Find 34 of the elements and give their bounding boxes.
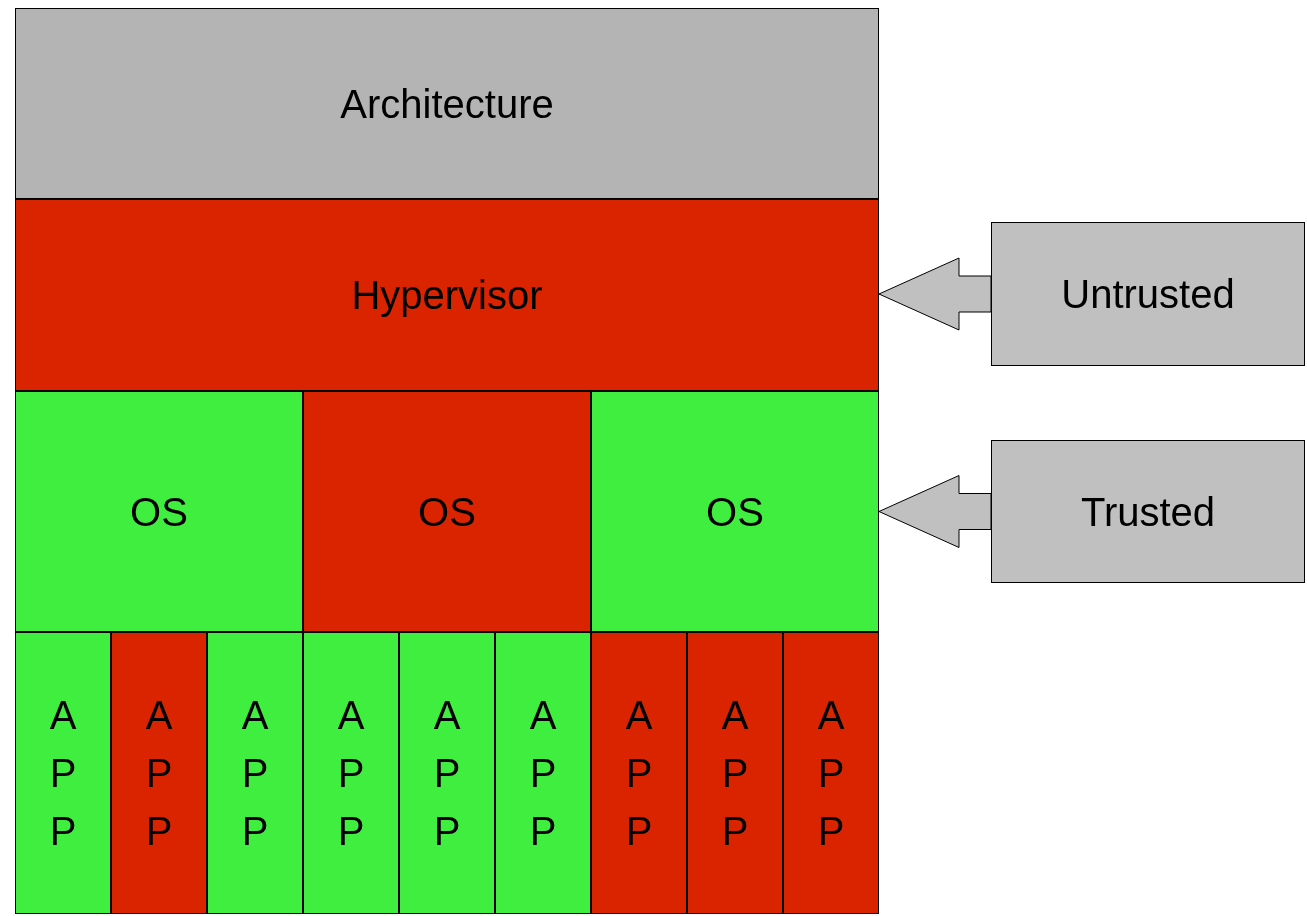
box-label: OS (706, 488, 764, 536)
box-label: OS (130, 488, 188, 536)
app-box (495, 632, 591, 914)
box-label: APP (48, 692, 78, 855)
block-arrow (878, 257, 992, 331)
layer-box (303, 391, 591, 632)
label-box (991, 222, 1305, 366)
app-box (399, 632, 495, 914)
label-box (991, 440, 1305, 583)
box-label: APP (624, 692, 654, 855)
box-label: APP (336, 692, 366, 855)
app-box (111, 632, 207, 914)
box-label: OS (418, 488, 476, 536)
block-arrow (878, 475, 992, 548)
layer-box (15, 391, 303, 632)
box-label: Untrusted (1061, 271, 1235, 318)
box-label: Trusted (1080, 488, 1216, 536)
box-label: APP (528, 692, 558, 855)
box-label: APP (240, 692, 270, 855)
box-label: APP (144, 692, 174, 855)
app-box (15, 632, 111, 914)
box-label: APP (720, 692, 750, 855)
app-box (687, 632, 783, 914)
app-box (783, 632, 879, 914)
layer-box (591, 391, 879, 632)
layer-box (15, 199, 879, 391)
box-label: Hypervisor (351, 272, 543, 319)
app-box (207, 632, 303, 914)
app-box (303, 632, 399, 914)
box-label: APP (432, 692, 462, 855)
app-box (591, 632, 687, 914)
box-label: APP (816, 692, 846, 855)
box-label: Architecture (340, 80, 554, 128)
layer-box (15, 8, 879, 199)
